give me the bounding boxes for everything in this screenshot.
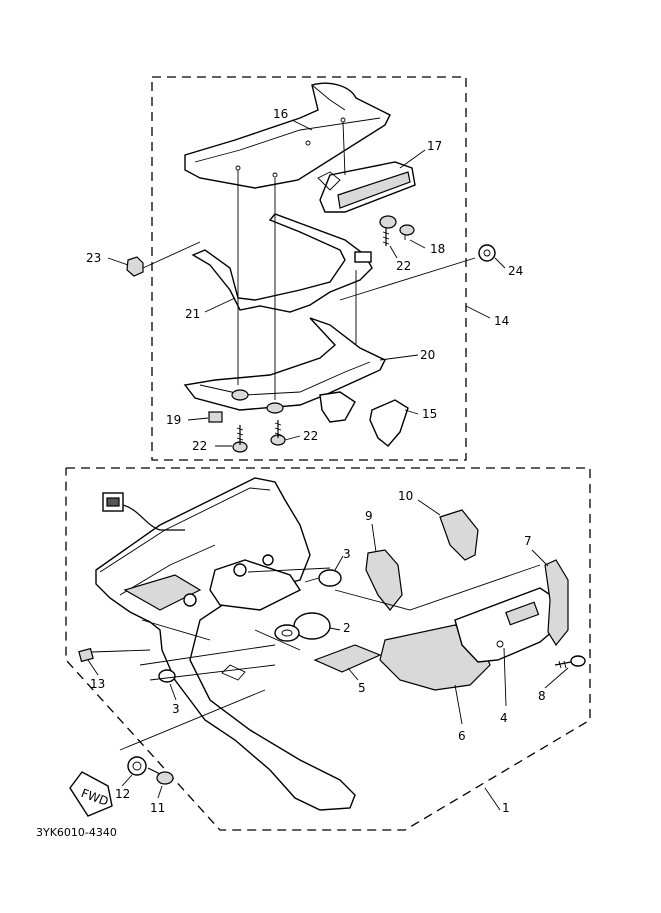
clip-15 bbox=[369, 399, 409, 447]
screw-22-lower-right bbox=[270, 420, 286, 446]
nut-19 bbox=[208, 411, 223, 423]
diagram-code: 3YK6010-4340 bbox=[36, 826, 117, 839]
cover-4 bbox=[454, 587, 561, 663]
lens-10 bbox=[439, 509, 479, 561]
socket-assembly bbox=[209, 554, 302, 611]
tail-light-17 bbox=[317, 161, 416, 213]
bulb-3-lower bbox=[158, 669, 176, 683]
callout-1: 1 bbox=[502, 801, 510, 815]
callout-3-lower: 3 bbox=[172, 702, 180, 716]
washer-12 bbox=[127, 756, 147, 776]
screw-22-upper bbox=[379, 215, 397, 246]
callout-11: 11 bbox=[150, 801, 165, 815]
callout-23: 23 bbox=[86, 251, 101, 265]
group-1-boundary bbox=[65, 467, 591, 831]
callout-20: 20 bbox=[420, 348, 435, 362]
callout-labels: 16 17 18 22 23 24 21 14 20 15 19 22 22 1… bbox=[86, 107, 546, 815]
bracket-16 bbox=[184, 82, 391, 189]
callout-6: 6 bbox=[458, 729, 466, 743]
callout-21: 21 bbox=[185, 307, 200, 321]
rear-fender-1 bbox=[95, 477, 356, 811]
nut-24 bbox=[478, 244, 496, 262]
callout-22-lower-right: 22 bbox=[303, 429, 318, 443]
upper-assembly-lines bbox=[142, 121, 476, 400]
callout-7: 7 bbox=[524, 534, 532, 548]
screw-8 bbox=[554, 655, 586, 669]
nut-23 bbox=[126, 256, 144, 277]
callout-17: 17 bbox=[427, 139, 442, 153]
screw-11 bbox=[147, 767, 174, 785]
callout-10: 10 bbox=[398, 489, 413, 503]
callout-3-upper: 3 bbox=[343, 547, 351, 561]
callout-22-lower-left: 22 bbox=[192, 439, 207, 453]
cover-7 bbox=[544, 559, 569, 647]
bracket-20 bbox=[183, 317, 386, 423]
callout-16: 16 bbox=[273, 107, 288, 121]
callout-4: 4 bbox=[500, 711, 508, 725]
grommet bbox=[274, 624, 300, 642]
screw-22-lower-left bbox=[232, 425, 248, 453]
fwd-arrow-icon: FWD bbox=[69, 771, 113, 817]
callout-13: 13 bbox=[90, 677, 105, 691]
callout-18: 18 bbox=[430, 242, 445, 256]
callout-9: 9 bbox=[365, 509, 373, 523]
bracket-21 bbox=[191, 213, 373, 313]
callout-2: 2 bbox=[343, 621, 351, 635]
callout-22-upper: 22 bbox=[396, 259, 411, 273]
leader-lines bbox=[87, 119, 569, 811]
group-14-boundary bbox=[151, 76, 467, 461]
wire-connector bbox=[102, 492, 185, 531]
callout-12: 12 bbox=[115, 787, 130, 801]
lower-assembly-lines bbox=[91, 564, 541, 751]
nut-13 bbox=[78, 647, 94, 663]
callout-5: 5 bbox=[358, 681, 366, 695]
callout-14: 14 bbox=[494, 314, 509, 328]
callout-15: 15 bbox=[422, 407, 437, 421]
lens-9 bbox=[365, 549, 403, 611]
reflector-5 bbox=[313, 644, 382, 673]
callout-19: 19 bbox=[166, 413, 181, 427]
bulb-3-upper bbox=[304, 569, 342, 587]
callout-24: 24 bbox=[508, 264, 523, 278]
callout-8: 8 bbox=[538, 689, 546, 703]
screw-18 bbox=[399, 224, 415, 240]
